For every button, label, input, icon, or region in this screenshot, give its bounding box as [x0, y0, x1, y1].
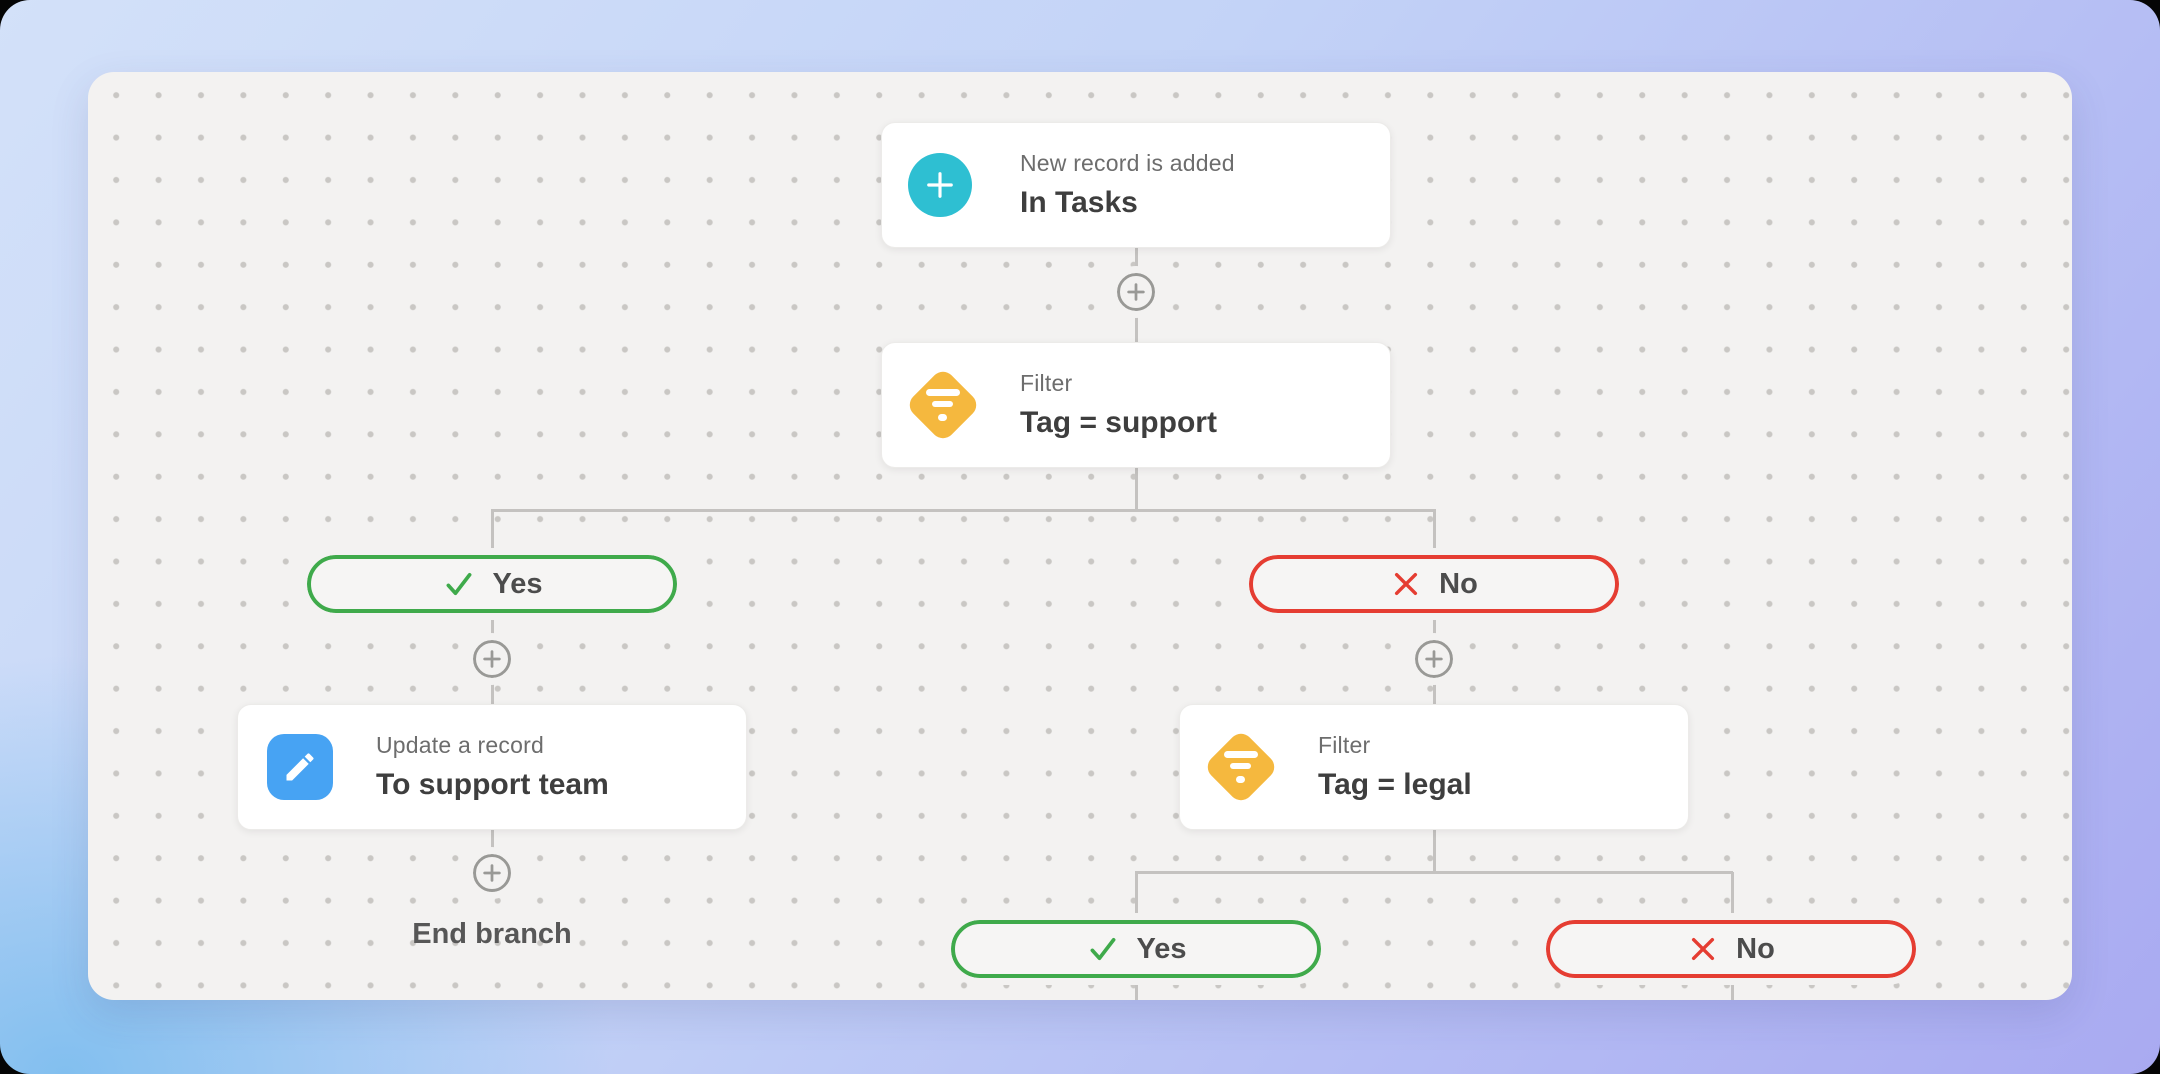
check-icon	[446, 572, 471, 596]
node-subtitle: Tag = legal	[1318, 768, 1472, 801]
plus-icon	[483, 650, 501, 668]
connector-line	[1134, 872, 1138, 920]
branch-pill-label: No	[1736, 932, 1775, 965]
connector-line	[1730, 977, 1734, 1000]
check-icon	[1090, 937, 1115, 961]
branch-pill-no[interactable]: No	[1539, 913, 1923, 985]
connector-line	[1134, 468, 1138, 512]
node-filter-support[interactable]: Filter Tag = support	[881, 342, 1391, 468]
connector-line	[1134, 870, 1733, 874]
add-step-button[interactable]	[466, 633, 518, 685]
node-subtitle: In Tasks	[1020, 186, 1138, 219]
node-filter-legal[interactable]: Filter Tag = legal	[1179, 704, 1689, 830]
end-branch-label: End branch	[412, 918, 572, 950]
plus-icon	[483, 864, 501, 882]
node-title: Filter	[1318, 732, 1371, 758]
add-step-button[interactable]	[1110, 266, 1162, 318]
x-icon	[1395, 572, 1418, 596]
branch-pill-label: Yes	[492, 567, 543, 600]
branch-pill-yes[interactable]: Yes	[944, 913, 1328, 985]
connector-line	[490, 510, 494, 555]
plus-icon	[1127, 283, 1145, 301]
connector-line	[1730, 872, 1734, 920]
connector-line	[1432, 510, 1436, 555]
connector-line	[490, 830, 494, 876]
branch-pill-no[interactable]: No	[1242, 548, 1626, 620]
plus-icon	[1425, 650, 1443, 668]
plus-circle-icon	[908, 153, 972, 217]
node-title: Update a record	[376, 732, 544, 758]
x-icon	[1692, 937, 1715, 961]
add-step-button[interactable]	[1408, 633, 1460, 685]
node-trigger[interactable]: New record is added In Tasks	[881, 122, 1391, 248]
add-step-button[interactable]	[466, 847, 518, 899]
branch-pill-label: No	[1439, 567, 1478, 600]
connector-line	[1432, 830, 1436, 874]
filter-diamond-icon	[1202, 728, 1280, 806]
workflow-canvas[interactable]: New record is added In Tasks Filter Tag …	[88, 72, 2072, 1000]
node-update-record[interactable]: Update a record To support team	[237, 704, 747, 830]
node-title: Filter	[1020, 370, 1073, 396]
node-subtitle: Tag = support	[1020, 406, 1217, 439]
node-title: New record is added	[1020, 150, 1235, 176]
node-subtitle: To support team	[376, 768, 609, 801]
pencil-icon	[267, 734, 333, 800]
connector-line	[1134, 977, 1138, 1000]
branch-pill-label: Yes	[1136, 932, 1187, 965]
connector-line	[490, 508, 1436, 512]
filter-diamond-icon	[904, 366, 982, 444]
branch-pill-yes[interactable]: Yes	[300, 548, 684, 620]
